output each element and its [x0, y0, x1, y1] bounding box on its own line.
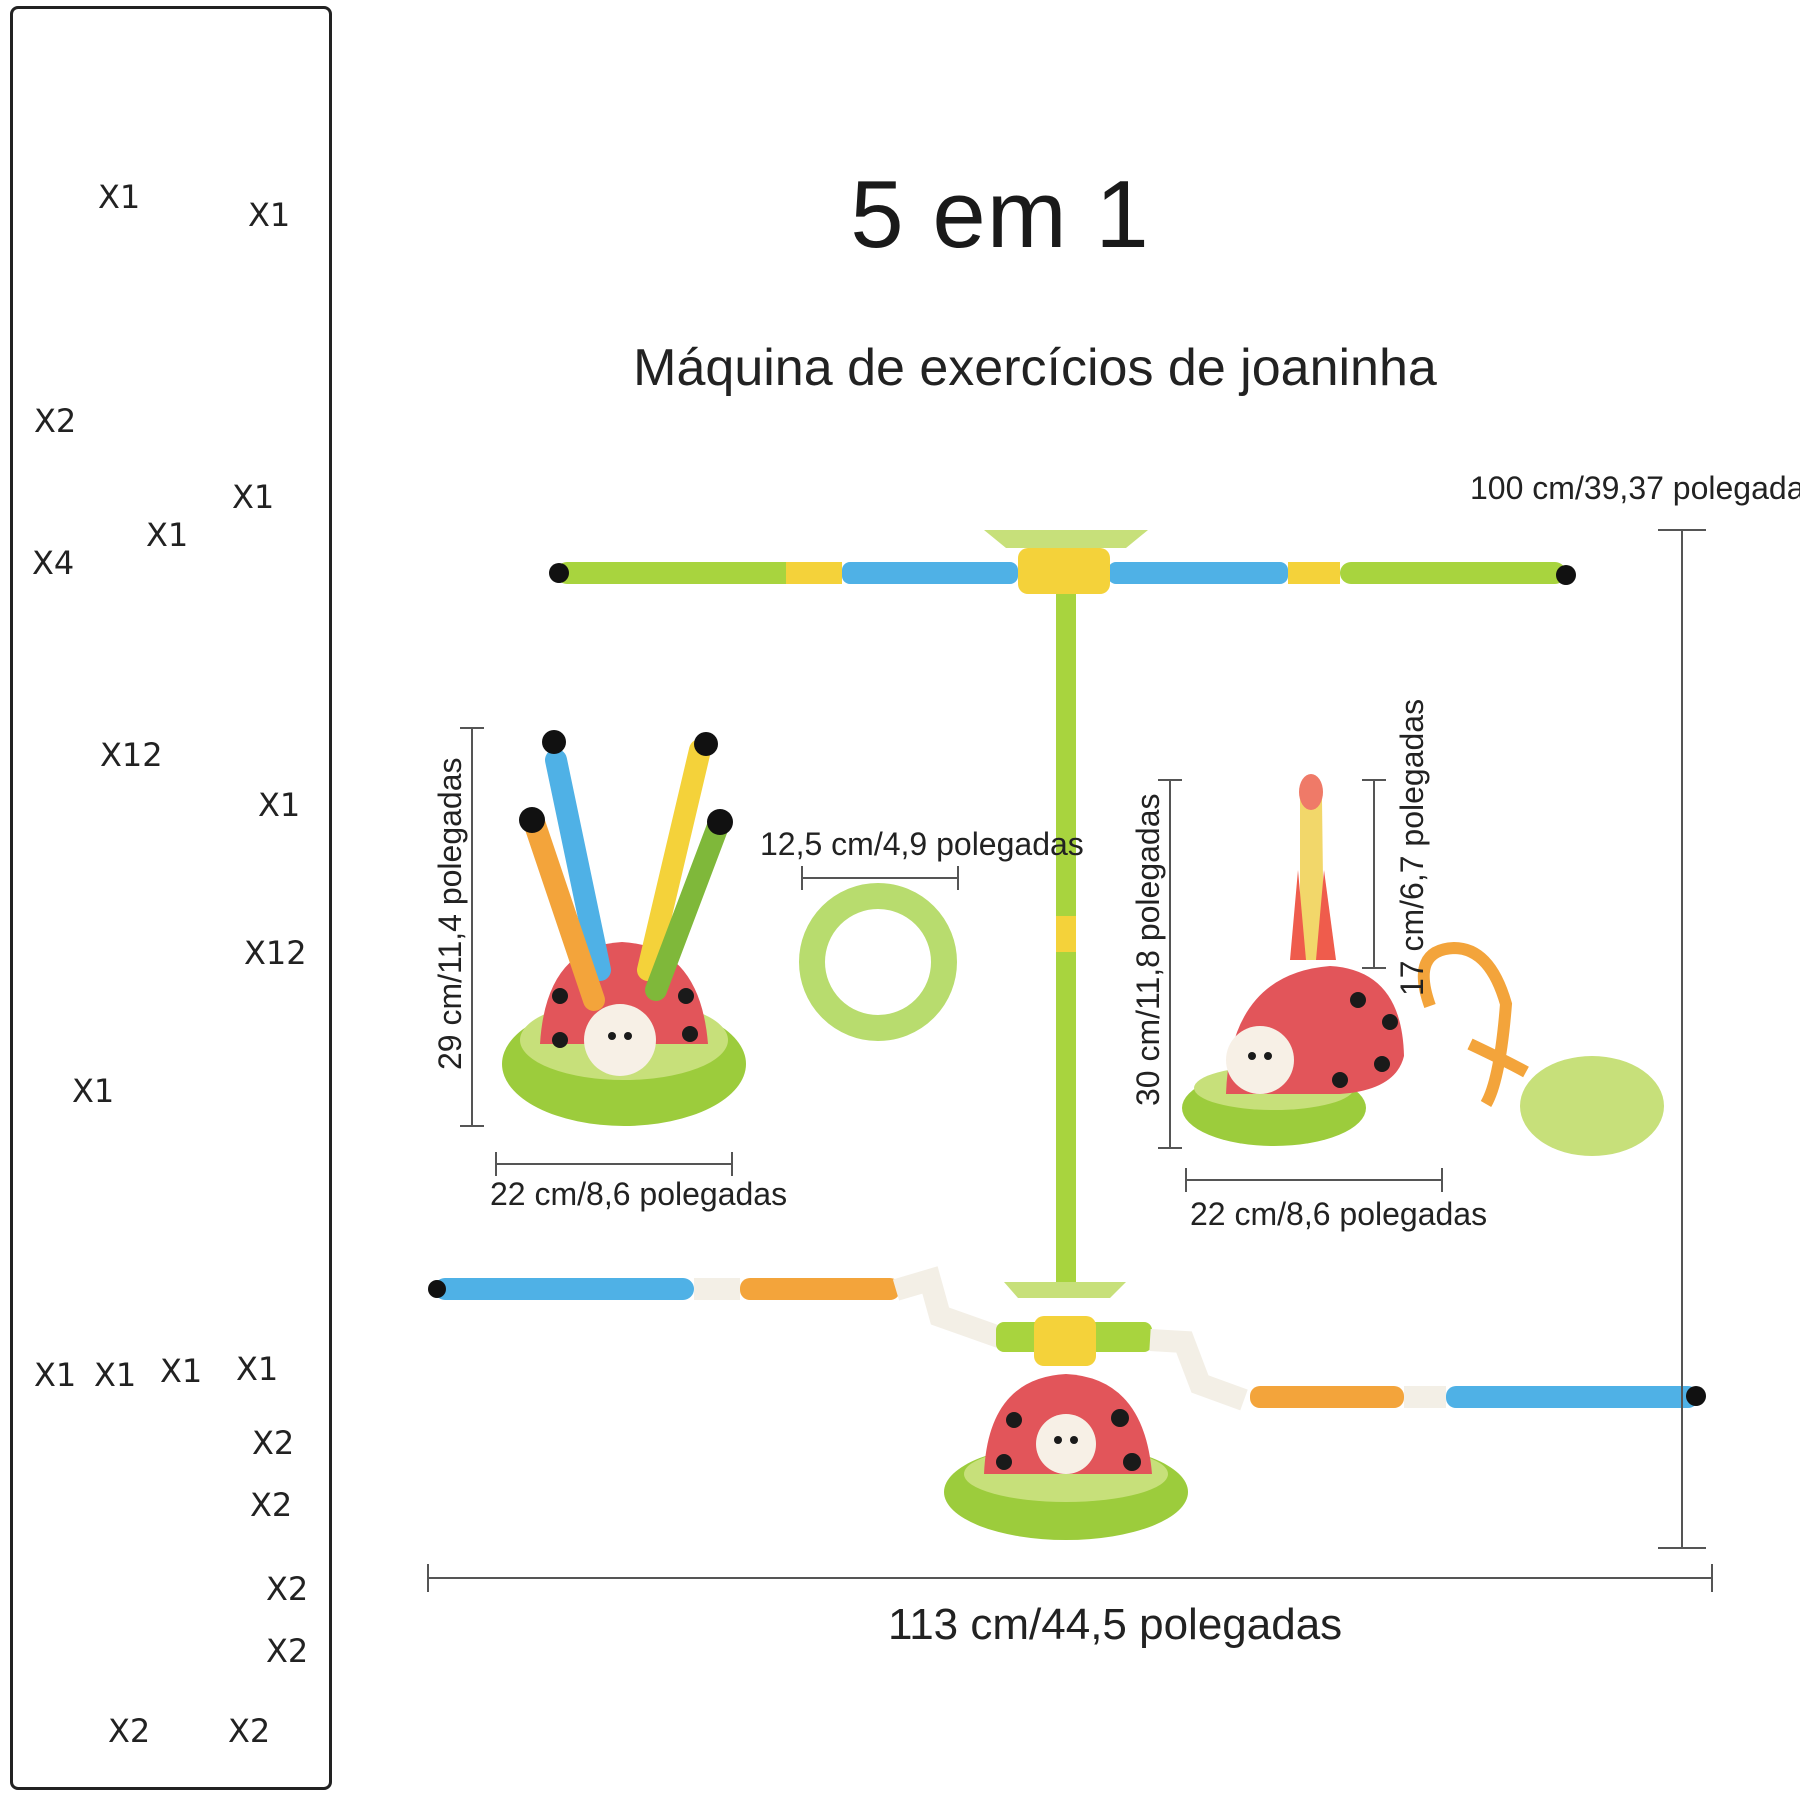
- parts-list-panel: [10, 6, 332, 1790]
- page-subtitle: Máquina de exercícios de joaninha: [633, 339, 1437, 397]
- qty-leaf-disc: X2: [34, 402, 77, 440]
- qty-yellow-joint: X2: [228, 1712, 271, 1750]
- dimension-lines: [427, 529, 1713, 1592]
- qty-green-pole-short: X1: [94, 1356, 137, 1394]
- top-arm: [549, 530, 1576, 594]
- qty-yellow-stick: X2: [252, 1424, 295, 1462]
- dim-ring-diameter: 12,5 cm/4,9 polegadas: [760, 826, 1084, 862]
- qty-green-pole: X1: [160, 1352, 203, 1390]
- qty-white-joint: X2: [108, 1712, 151, 1750]
- page-title: 5 em 1: [850, 161, 1150, 268]
- qty-cross-connector: X1: [72, 1072, 115, 1110]
- qty-curved-connector: X1: [146, 516, 189, 554]
- qty-blue-stick: X2: [250, 1486, 293, 1524]
- dim-rocket-height: 17 cm/6,7 polegadas: [1394, 698, 1430, 996]
- ring-image: [799, 883, 957, 1041]
- dim-rocket-base-height: 30 cm/11,8 polegadas: [1130, 793, 1166, 1106]
- dim-rocket-base-width: 22 cm/8,6 polegadas: [1190, 1196, 1488, 1232]
- dim-total-height: 100 cm/39,37 polegadas: [1470, 470, 1800, 506]
- ring-toss-ladybug: [502, 730, 746, 1126]
- qty-foam-rocket: X1: [258, 786, 301, 824]
- qty-ladybug-base: X1: [98, 178, 141, 216]
- qty-sticker-sheet: X1: [248, 196, 291, 234]
- qty-green-stick: X2: [266, 1570, 309, 1608]
- dim-total-width: 113 cm/44,5 polegadas: [888, 1600, 1343, 1649]
- qty-flex-tube: X1: [34, 1356, 77, 1394]
- dim-ring-toss-height: 29 cm/11,4 polegadas: [432, 757, 468, 1070]
- qty-black-cap: X4: [32, 544, 75, 582]
- qty-pole-with-top: X1: [236, 1350, 279, 1388]
- qty-rings: X12: [244, 934, 307, 972]
- qty-orange-stick: X2: [266, 1632, 309, 1670]
- base-ladybug: [944, 1374, 1188, 1540]
- qty-leaf-paddle: X1: [232, 478, 275, 516]
- bottom-arm: [428, 1266, 1706, 1411]
- central-pole: [1056, 594, 1076, 1284]
- qty-animal-stickers: X12: [100, 736, 163, 774]
- rocket-launcher: [1182, 774, 1664, 1156]
- dim-ring-toss-width: 22 cm/8,6 polegadas: [490, 1176, 788, 1212]
